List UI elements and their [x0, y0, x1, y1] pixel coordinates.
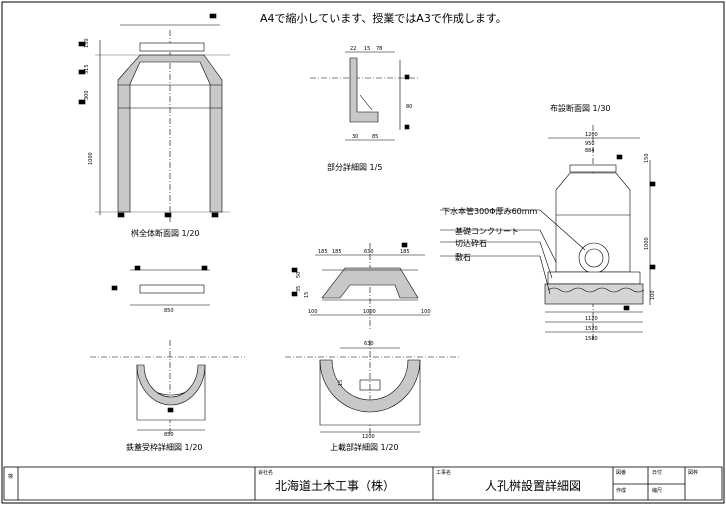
tb-sheet-label: 図枠 [688, 469, 698, 476]
dim-d78: 78 [376, 46, 382, 52]
dim-o315: 315 [84, 64, 90, 74]
dim-i884: 884 [585, 148, 595, 154]
callout-pipe: 下水本管300Φ厚み60mm [442, 206, 538, 216]
dim-s50: 50 [296, 272, 302, 278]
dim-i100: 100 [650, 290, 656, 300]
dim-p1200: 1200 [362, 434, 375, 440]
dim-s185a: 185 [318, 249, 328, 255]
label-top-slab: 上載部詳細図 1/20 [330, 442, 399, 452]
dim-c850b: 850 [164, 432, 174, 438]
header-note: A4で縮小しています、授業ではA3で作成します。 [260, 11, 507, 25]
tb-scale-label: 縮尺 [652, 487, 662, 494]
dim-d30: 30 [352, 134, 358, 140]
dim-s185c: 185 [400, 249, 410, 255]
label-detail: 部分詳細図 1/5 [327, 162, 382, 172]
dim-o1000: 1000 [88, 152, 94, 165]
dim-s630: 630 [364, 249, 374, 255]
dim-d22: 22 [350, 46, 356, 52]
dim-i150: 150 [644, 153, 650, 163]
dim-i1580: 1580 [585, 336, 598, 342]
dim-s100a: 100 [308, 309, 318, 315]
top-slab-detail [291, 242, 430, 330]
dim-d15: 15 [364, 46, 370, 52]
dim-i1200: 1200 [585, 132, 598, 138]
dim-s1000: 1000 [363, 309, 376, 315]
installation-section [440, 125, 656, 340]
tb-work-label: 工事名 [436, 469, 451, 476]
title-block [3, 466, 723, 501]
label-installation: 布設断面図 1/30 [550, 103, 611, 113]
dim-o150: 150 [84, 38, 90, 48]
tb-drawer-label: 作成 [616, 487, 626, 494]
dim-i950: 950 [585, 141, 595, 147]
label-overall: 桝全体断面図 1/20 [131, 228, 200, 238]
callout-stone: 敷石 [455, 252, 471, 262]
dim-o300: 300 [84, 90, 90, 100]
tb-no-label: 図番 [616, 469, 626, 476]
cover-frame-plan [90, 340, 245, 435]
dim-i1000: 1000 [644, 237, 650, 250]
overall-section [78, 13, 230, 222]
dim-s15: 15 [304, 292, 310, 298]
dim-p15: 15 [338, 380, 344, 386]
dim-s35: 35 [296, 286, 302, 292]
dim-s100b: 100 [421, 309, 431, 315]
callout-gravel: 切込砕石 [455, 238, 487, 248]
cover-frame-top [111, 265, 210, 306]
dim-s185b: 185 [332, 249, 342, 255]
dim-d85: 85 [372, 134, 378, 140]
tb-seal: 検 [8, 473, 13, 480]
partial-detail [310, 51, 420, 141]
tb-date-label: 日付 [652, 469, 662, 476]
tb-work: 人孔桝設置詳細図 [485, 478, 581, 493]
label-cover-frame: 鉄蓋受枠詳細図 1/20 [126, 442, 203, 452]
dim-i1120: 1120 [585, 316, 598, 322]
dim-i1520: 1520 [585, 326, 598, 332]
tb-company-label: 会社名 [258, 469, 273, 476]
dim-d80: 80 [406, 104, 412, 110]
dim-p630: 630 [364, 341, 374, 347]
tb-company: 北海道土木工事（株） [275, 478, 395, 493]
dim-c850: 850 [164, 308, 174, 314]
callout-concrete: 基礎コンクリート [455, 226, 519, 236]
plan-view [285, 340, 460, 435]
